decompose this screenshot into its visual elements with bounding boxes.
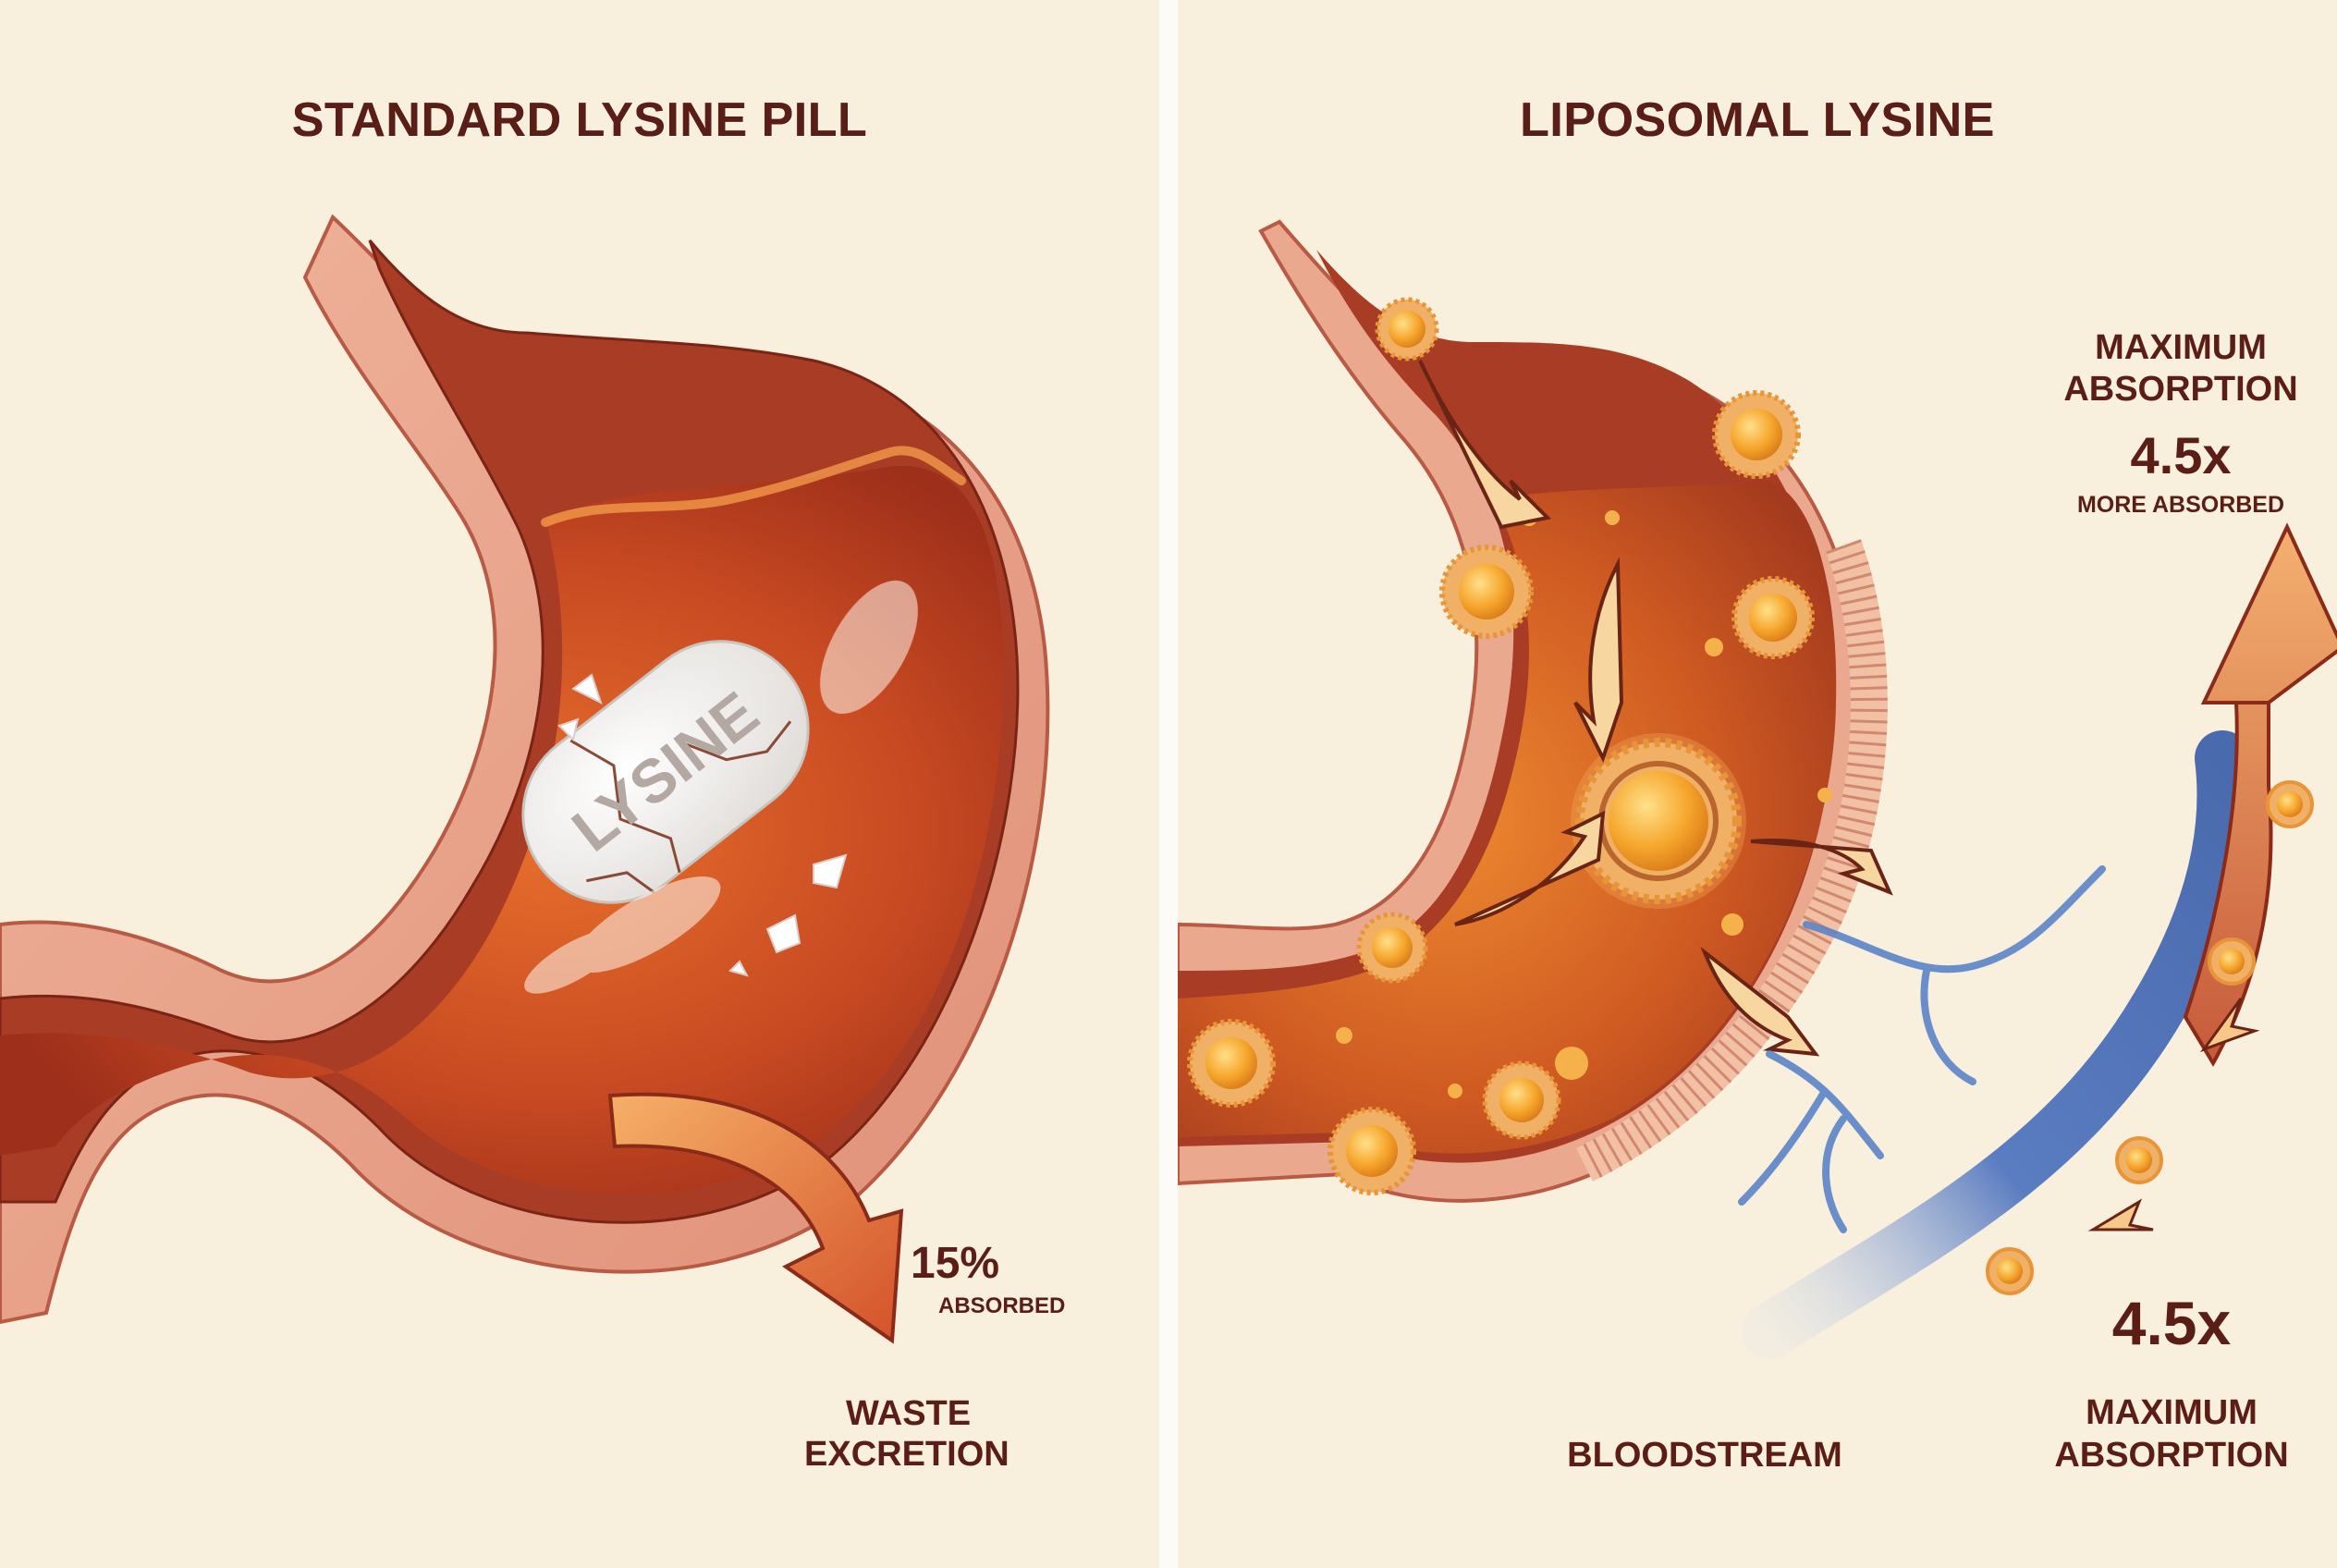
- standard-pill-panel: STANDARD LYSINE PILL: [0, 0, 1159, 1568]
- acid-surface: [541, 446, 966, 527]
- bloodstream-vessel: [1742, 730, 2253, 1359]
- curved-arrow-up-icon: [2183, 522, 2337, 1067]
- absorption-caption: ABSORBED: [938, 1293, 1066, 1318]
- stomach-illustration: LYSINE: [0, 214, 1050, 1344]
- waste-label-line2: EXCRETION: [804, 1435, 1009, 1474]
- liposome-icon: [1187, 297, 1815, 1195]
- liposomal-panel: LIPOSOMAL LYSINE: [1178, 0, 2337, 1568]
- bottom-value: 4.5x: [2111, 1289, 2232, 1357]
- powder-dust: [524, 580, 918, 994]
- top-callout-line2: ABSORPTION: [2063, 370, 2298, 409]
- vessel-arrows: [2087, 998, 2260, 1231]
- waste-label-line1: WASTE: [846, 1394, 972, 1433]
- panel-title: STANDARD LYSINE PILL: [291, 93, 868, 147]
- panel-divider: [1159, 0, 1178, 1568]
- capillaries: [1738, 865, 2106, 1233]
- curved-arrow-down-icon: [607, 1092, 904, 1344]
- bloodstream-label: BLOODSTREAM: [1567, 1436, 1842, 1475]
- pill-icon: LYSINE: [521, 640, 810, 904]
- panel-title: LIPOSOMAL LYSINE: [1520, 93, 1995, 147]
- top-callout-line1: MAXIMUM: [2095, 328, 2267, 367]
- bottom-caption-line2: ABSORPTION: [2054, 1436, 2289, 1475]
- pill-fragments: [557, 673, 848, 977]
- bottom-caption-line1: MAXIMUM: [2086, 1393, 2257, 1432]
- stomach-acid: [1178, 481, 1837, 1154]
- vessel-liposomes: [1986, 780, 2314, 1295]
- top-callout-caption: MORE ABSORBED: [2076, 492, 2285, 518]
- flow-arrows: [1418, 360, 1893, 1057]
- absorption-percent: 15%: [911, 1239, 1000, 1288]
- stomach-liposome-illustration: [1178, 219, 2337, 1359]
- top-callout-value: 4.5x: [2130, 426, 2232, 484]
